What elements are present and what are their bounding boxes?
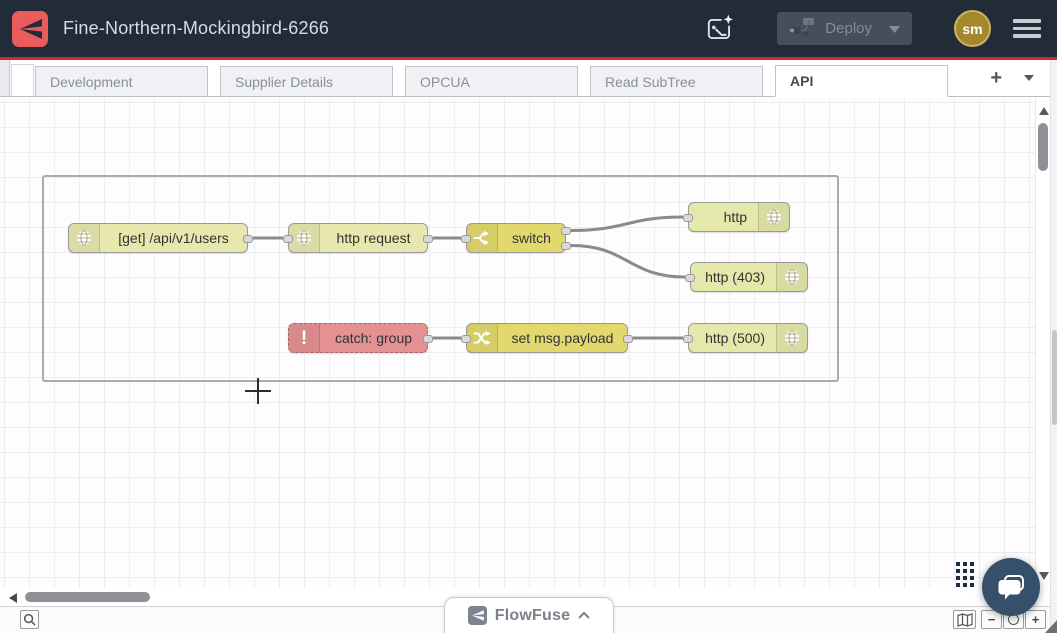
chevron-up-icon[interactable] <box>578 612 590 619</box>
chat-drag-handle[interactable] <box>956 562 975 588</box>
node-catch[interactable]: ! catch: group <box>288 323 433 353</box>
node-label: http (403) <box>705 269 765 285</box>
node-change[interactable]: set msg.payload <box>461 323 633 353</box>
browser-scrollbar[interactable] <box>1050 60 1057 633</box>
horizontal-scroll-thumb[interactable] <box>25 592 150 602</box>
flowfuse-logo-icon[interactable] <box>12 10 48 47</box>
node-label: [get] /api/v1/users <box>118 230 229 246</box>
input-port[interactable] <box>461 334 471 343</box>
output-port-0[interactable] <box>423 334 433 343</box>
globe-icon <box>776 263 807 291</box>
output-port-0[interactable] <box>561 227 571 235</box>
globe-icon <box>69 224 100 252</box>
tab-development[interactable]: Development <box>35 66 208 97</box>
tab-api[interactable]: API <box>775 65 948 97</box>
vertical-scrollbar[interactable] <box>1035 98 1050 606</box>
tab-label: Read SubTree <box>605 73 696 90</box>
header: Fine-Northern-Mockingbird-6266 Deploy sm <box>0 0 1057 57</box>
scroll-up-arrow-icon[interactable] <box>1039 107 1049 115</box>
deploy-button[interactable]: Deploy <box>777 12 912 45</box>
tab-label: Supplier Details <box>235 73 334 90</box>
output-port-0[interactable] <box>623 334 633 343</box>
wire-switch-to-http403[interactable] <box>570 244 686 279</box>
scroll-down-arrow-icon[interactable] <box>1039 572 1049 580</box>
user-avatar[interactable]: sm <box>954 10 991 47</box>
header-accent-line <box>0 57 1057 60</box>
tab-label: OPCUA <box>420 73 470 90</box>
node-http[interactable]: http <box>683 202 790 232</box>
tab-bar-extras: + <box>990 68 1050 88</box>
node-label: http request <box>336 230 411 246</box>
tab-bar-edge <box>0 60 10 96</box>
zoom-out-button[interactable]: − <box>981 610 1002 629</box>
tab-supplier-details[interactable]: Supplier Details <box>220 66 393 97</box>
vertical-scroll-thumb[interactable] <box>1038 123 1048 171</box>
navigator-button[interactable] <box>953 610 976 629</box>
deploy-nodes-icon <box>789 15 816 42</box>
node-label: http <box>723 209 747 225</box>
flow-canvas[interactable]: [get] /api/v1/users http request switch htt… <box>0 98 1035 606</box>
browser-scroll-thumb[interactable] <box>1052 330 1057 425</box>
globe-icon <box>758 203 789 231</box>
search-icon <box>23 613 36 626</box>
window-corner-grip <box>1045 620 1057 633</box>
ai-assistant-icon[interactable] <box>703 12 737 46</box>
search-button[interactable] <box>20 610 39 629</box>
flow-group-outline[interactable] <box>42 175 839 382</box>
globe-icon <box>289 224 320 252</box>
deploy-label: Deploy <box>825 20 872 37</box>
change-icon <box>467 324 498 352</box>
tab-read-subtree[interactable]: Read SubTree <box>590 66 763 97</box>
tab-label: API <box>790 73 814 89</box>
input-port[interactable] <box>283 234 293 243</box>
node-http500[interactable]: http (500) <box>683 323 808 353</box>
switch-icon <box>467 224 498 252</box>
input-port[interactable] <box>685 273 695 282</box>
tab-list: Development Supplier Details OPCUA Read Sub… <box>34 65 960 97</box>
main-menu-icon[interactable] <box>1013 19 1041 38</box>
globe-icon <box>776 324 807 352</box>
zoom-in-button[interactable]: + <box>1025 610 1046 629</box>
flowfuse-branding-tab[interactable]: FlowFuse <box>444 597 614 633</box>
wire-switch-to-http[interactable] <box>570 215 684 232</box>
chat-bubble-icon <box>998 575 1024 600</box>
node-httpreq[interactable]: http request <box>283 223 433 253</box>
tab-scroll-spacer <box>11 64 34 96</box>
exclamation-icon: ! <box>289 324 320 352</box>
node-label: set msg.payload <box>511 330 614 346</box>
instance-title: Fine-Northern-Mockingbird-6266 <box>63 18 330 38</box>
node-label: http (500) <box>705 330 765 346</box>
output-port-0[interactable] <box>423 234 433 243</box>
node-httpin[interactable]: [get] /api/v1/users <box>68 223 253 253</box>
scroll-left-arrow-icon[interactable] <box>9 593 17 603</box>
wire-layer <box>253 215 686 340</box>
flow-tab-bar: Development Supplier Details OPCUA Read Sub… <box>0 60 1050 97</box>
input-port[interactable] <box>683 213 693 222</box>
add-flow-button[interactable]: + <box>990 67 1002 89</box>
flow-list-caret-icon[interactable] <box>1024 75 1034 81</box>
tab-opcua[interactable]: OPCUA <box>405 66 578 97</box>
chat-widget-button[interactable] <box>982 558 1040 616</box>
node-label: catch: group <box>334 330 413 346</box>
node-label: switch <box>512 230 551 246</box>
input-port[interactable] <box>683 334 693 343</box>
map-icon <box>956 612 973 627</box>
output-port-1[interactable] <box>561 242 571 250</box>
node-http403[interactable]: http (403) <box>685 262 808 292</box>
node-switch[interactable]: switch <box>461 223 571 253</box>
tab-label: Development <box>50 73 133 90</box>
output-port-0[interactable] <box>243 234 253 243</box>
deploy-options-caret-icon[interactable] <box>889 20 900 38</box>
branding-label: FlowFuse <box>494 606 571 624</box>
flowfuse-gray-logo-icon <box>467 606 487 625</box>
input-port[interactable] <box>461 234 471 243</box>
